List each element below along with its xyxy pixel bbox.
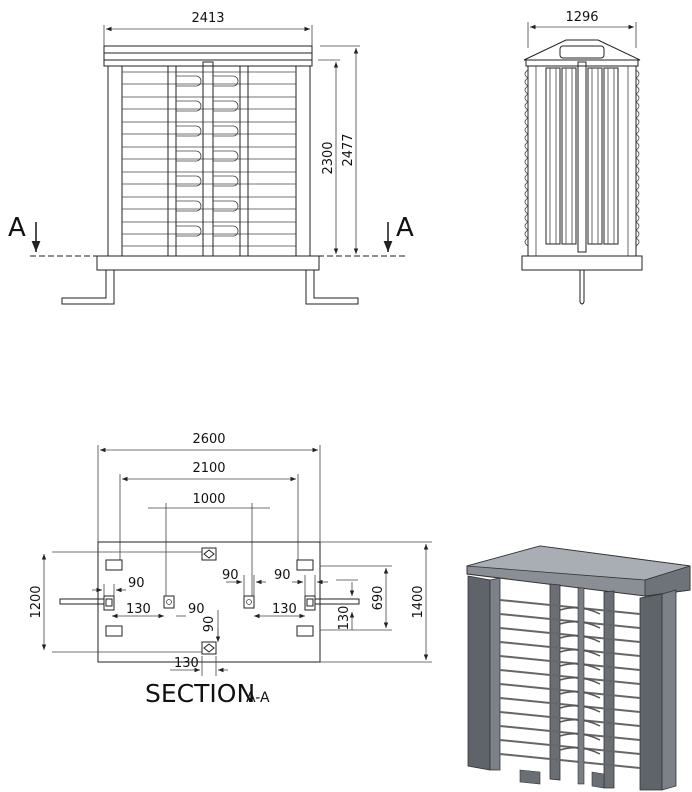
dim-1000: 1000 bbox=[192, 492, 225, 507]
side-inner-tubes bbox=[545, 61, 619, 253]
dim-130-right: 130 bbox=[272, 602, 297, 617]
front-view: 2413 bbox=[8, 11, 414, 305]
dim-2600: 2600 bbox=[192, 432, 225, 447]
side-view: 1296 bbox=[521, 10, 643, 305]
dim-690: 690 bbox=[371, 586, 386, 611]
dim-130-bottom: 130 bbox=[174, 656, 199, 671]
dim-90-left: 90 bbox=[128, 576, 145, 591]
section-label-right: A bbox=[396, 213, 414, 243]
section-title: SECTION bbox=[145, 679, 255, 708]
front-rotor-arms bbox=[176, 75, 239, 237]
iso-bars bbox=[499, 599, 641, 769]
section-view: 2600 2100 1000 bbox=[29, 432, 432, 708]
dim-1200: 1200 bbox=[29, 585, 44, 618]
front-total-height-dim: 2477 bbox=[341, 133, 356, 166]
dim-90-right: 90 bbox=[274, 568, 291, 583]
dim-2100: 2100 bbox=[192, 461, 225, 476]
side-coils bbox=[524, 66, 640, 256]
front-bars bbox=[122, 71, 296, 247]
dim-130-side: 130 bbox=[337, 606, 352, 631]
side-width-dim: 1296 bbox=[565, 10, 598, 25]
front-width-dim: 2413 bbox=[191, 11, 224, 26]
front-inner-height-dim: 2300 bbox=[321, 141, 336, 174]
dim-90-center: 90 bbox=[222, 568, 239, 583]
dim-1400: 1400 bbox=[411, 585, 426, 618]
dim-90-mid: 90 bbox=[188, 602, 205, 617]
dim-130-left: 130 bbox=[126, 602, 151, 617]
section-title-suffix: A-A bbox=[246, 690, 270, 706]
isometric-view bbox=[466, 545, 691, 791]
section-label-left: A bbox=[8, 213, 26, 243]
dim-90-vertical: 90 bbox=[202, 616, 217, 633]
